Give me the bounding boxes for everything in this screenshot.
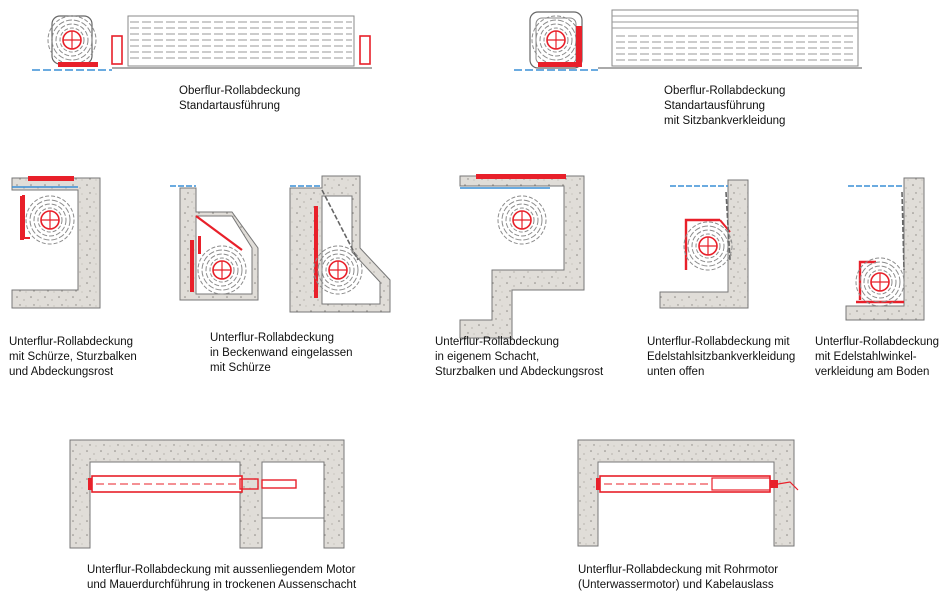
diagram-unterflur-edelstahlsitzbank <box>659 179 749 309</box>
caption-line: verkleidung am Boden <box>815 366 930 378</box>
roller-drum <box>497 195 547 245</box>
caption-line: Standartausführung <box>179 100 281 112</box>
caption-line: mit Schürze, Sturzbalken <box>9 351 137 363</box>
caption-line: Oberflur-Rollabdeckung <box>179 85 301 97</box>
caption-oberflur-sitzbank: Oberflur-Rollabdeckung Standartausführun… <box>664 84 785 129</box>
diagram-unterflur-schuerze-sturzbalken <box>11 176 101 309</box>
caption-line: Oberflur-Rollabdeckung <box>664 85 786 97</box>
caption-line: unten offen <box>647 366 705 378</box>
roller-drum <box>47 15 97 65</box>
diagram-rohrmotor <box>577 439 799 547</box>
drive-shaft <box>261 479 297 489</box>
diagram-oberflur-standard <box>32 15 372 71</box>
caption-line: und Mauerdurchführung in trockenen Ausse… <box>87 579 357 591</box>
caption-unterflur-schacht: Unterflur-Rollabdeckung in eigenem Schac… <box>435 335 603 380</box>
roller-drum <box>683 221 733 271</box>
bearing-plate <box>58 62 98 67</box>
caption-line: mit Edelstahlwinkel- <box>815 351 917 363</box>
caption-line: Unterflur-Rollabdeckung mit Rohrmotor <box>578 564 779 576</box>
caption-aussenliegender-motor: Unterflur-Rollabdeckung mit aussenliegen… <box>87 563 356 593</box>
caption-line: und Abdeckungsrost <box>9 366 114 378</box>
caption-line: in Beckenwand eingelassen <box>210 347 353 359</box>
diagram-unterflur-edelstahlwinkel <box>845 177 925 321</box>
caption-rohrmotor: Unterflur-Rollabdeckung mit Rohrmotor (U… <box>578 563 778 593</box>
caption-unterflur-beckenwand: Unterflur-Rollabdeckung in Beckenwand ei… <box>210 331 353 376</box>
caption-unterflur-schuerze: Unterflur-Rollabdeckung mit Schürze, Stu… <box>9 335 137 380</box>
diagram-unterflur-beckenwand <box>170 185 259 301</box>
caption-line: Sturzbalken und Abdeckungsrost <box>435 366 604 378</box>
caption-line: Unterflur-Rollabdeckung mit aussenliegen… <box>87 564 356 576</box>
diagram-unterflur-beckenwand-variant <box>289 175 391 313</box>
caption-line: Unterflur-Rollabdeckung <box>210 332 335 344</box>
caption-line: mit Sitzbankverkleidung <box>664 115 786 127</box>
caption-line: (Unterwassermotor) und Kabelauslass <box>578 579 774 591</box>
roller-drum <box>25 195 75 245</box>
cover-slats <box>127 15 355 67</box>
diagram-unterflur-eigener-schacht <box>459 174 585 339</box>
caption-unterflur-winkel: Unterflur-Rollabdeckung mit Edelstahlwin… <box>815 335 939 380</box>
caption-line: in eigenem Schacht, <box>435 351 540 363</box>
caption-line: Edelstahlsitzbankverkleidung <box>647 351 796 363</box>
caption-unterflur-sitzbank: Unterflur-Rollabdeckung mit Edelstahlsit… <box>647 335 795 380</box>
caption-line: Unterflur-Rollabdeckung mit <box>647 336 790 348</box>
caption-line: mit Schürze <box>210 362 271 374</box>
caption-line: Unterflur-Rollabdeckung <box>815 336 940 348</box>
diagram-oberflur-sitzbank <box>514 9 862 71</box>
caption-oberflur-standard: Oberflur-Rollabdeckung Standartausführun… <box>179 84 300 114</box>
roller-drum <box>531 15 581 65</box>
roller-drum <box>855 257 905 307</box>
cable-outlet <box>777 481 799 491</box>
diagram-aussenliegender-motor <box>69 439 345 549</box>
caption-line: Standartausführung <box>664 100 766 112</box>
caption-line: Unterflur-Rollabdeckung <box>435 336 560 348</box>
bench-cladding <box>611 9 859 67</box>
caption-line: Unterflur-Rollabdeckung <box>9 336 134 348</box>
